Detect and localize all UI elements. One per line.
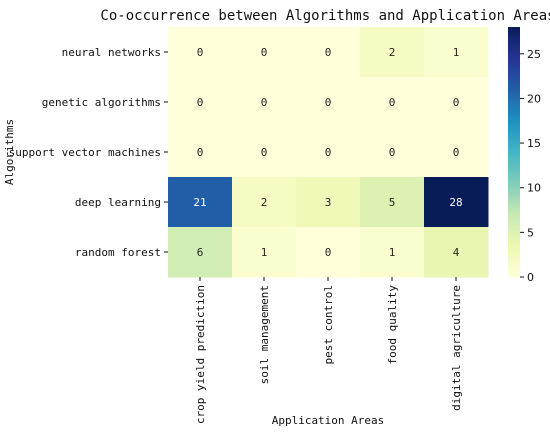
x-tick-label: crop yield prediction [194,285,207,424]
heatmap-cell [424,227,489,278]
cell-value-label: 3 [325,196,332,209]
heatmap-cell [168,77,233,128]
colorbar-ticks: 0 5 10 15 20 25 [520,48,541,284]
heatmap-cell [168,27,233,78]
heatmap-cell [296,27,361,78]
heatmap-cell [168,227,233,278]
heatmap-cell [232,227,297,278]
cell-value-label: 0 [325,246,332,259]
heatmap-cell [296,227,361,278]
cell-value-label: 0 [197,46,204,59]
colorbar-tick-label: 0 [527,271,534,284]
heatmap-cell [424,27,489,78]
colorbar-tick-label: 10 [527,182,541,195]
cell-value-label: 0 [325,146,332,159]
cell-value-label: 28 [449,196,462,209]
y-tick-label: random forest [75,246,161,259]
cell-value-label: 0 [389,146,396,159]
cell-value-label: 0 [261,96,268,109]
y-tick-labels: neural networks genetic algorithms support… [9,46,168,259]
x-axis-label: Application Areas [272,414,385,427]
cell-value-label: 0 [389,96,396,109]
heatmap-cell [232,127,297,178]
heatmap-cell [232,177,297,228]
heatmap-cell [360,27,425,78]
colorbar [508,27,520,277]
chart-title: Co-occurrence between Algorithms and App… [100,8,550,24]
colorbar-tick-label: 25 [527,48,541,61]
heatmap-cell [360,77,425,128]
cell-value-label: 1 [261,246,268,259]
heatmap-cell [424,177,489,228]
heatmap-cells [168,27,489,278]
heatmap-cell [424,127,489,178]
heatmap-cell [232,77,297,128]
y-tick-label: genetic algorithms [42,96,161,109]
y-tick-label: neural networks [62,46,161,59]
cell-value-label: 0 [261,146,268,159]
y-tick-label: deep learning [75,196,161,209]
heatmap-cell [360,177,425,228]
cell-value-label: 2 [261,196,268,209]
x-tick-label: food quality [386,285,399,365]
cell-value-label: 1 [453,46,460,59]
cell-value-label: 1 [389,246,396,259]
cell-value-label: 0 [197,96,204,109]
heatmap-cell [296,177,361,228]
cell-value-label: 0 [325,96,332,109]
cell-value-label: 4 [453,246,460,259]
cell-value-label: 0 [197,146,204,159]
cell-value-label: 5 [389,196,396,209]
heatmap-cell [232,27,297,78]
cell-value-label: 0 [325,46,332,59]
x-tick-labels: crop yield prediction soil management pest… [194,277,463,424]
heatmap-cell [360,227,425,278]
colorbar-tick-label: 20 [527,92,541,105]
heatmap-cell [296,127,361,178]
cell-value-label: 6 [197,246,204,259]
x-tick-label: digital agriculture [450,285,463,411]
heatmap-cell [168,177,233,228]
heatmap-cell [360,127,425,178]
y-axis-label: Algorithms [3,119,16,185]
y-tick-label: support vector machines [9,146,161,159]
cell-value-label: 21 [193,196,206,209]
x-tick-label: pest control [322,285,335,364]
x-tick-label: soil management [258,285,271,384]
cell-value-label: 0 [261,46,268,59]
cell-value-label: 0 [453,146,460,159]
colorbar-tick-label: 15 [527,137,541,150]
cell-value-label: 2 [389,46,396,59]
heatmap-cell [168,127,233,178]
heatmap-cell [424,77,489,128]
colorbar-tick-label: 5 [527,226,534,239]
heatmap-cell [296,77,361,128]
cell-value-label: 0 [453,96,460,109]
